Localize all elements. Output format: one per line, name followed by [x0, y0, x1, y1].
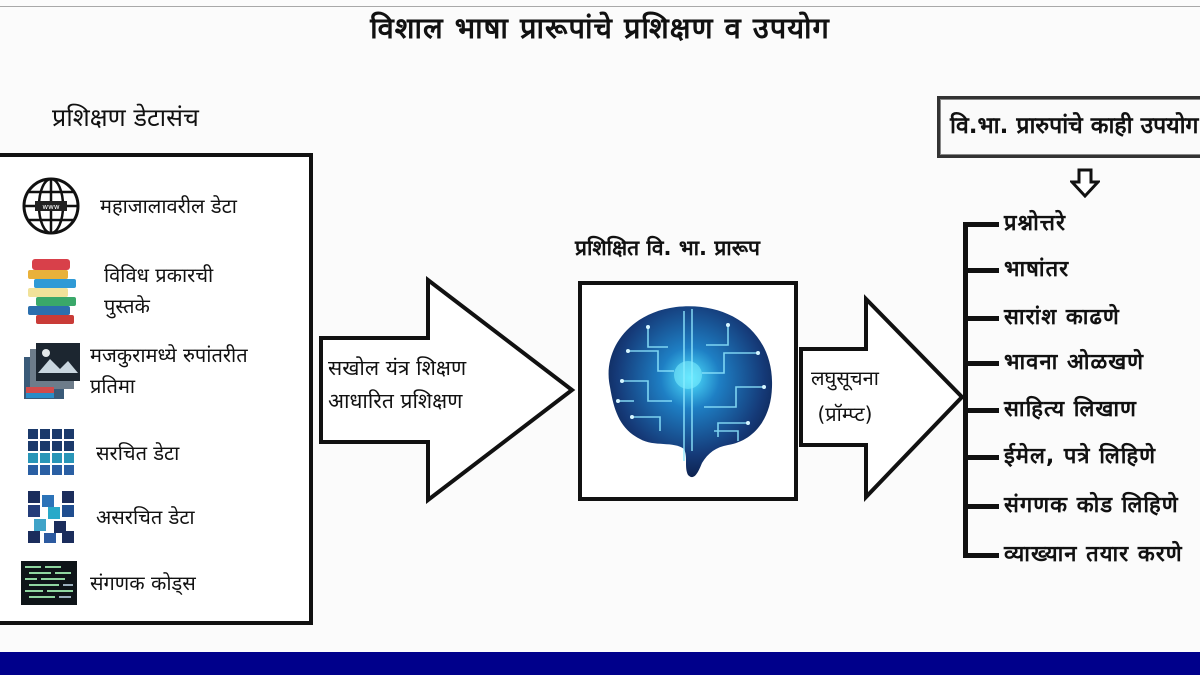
dataset-item-label: संगणक कोड्स: [90, 570, 196, 595]
use-item-lecture: व्याख्यान तयार करणे: [1004, 542, 1183, 567]
uses-tree-branch: [963, 316, 999, 321]
diagram-title: विशाल भाषा प्रारूपांचे प्रशिक्षण व उपयोग: [370, 11, 830, 45]
dataset-item-structured-data: सरचित डेटा: [20, 423, 179, 483]
dataset-heading: प्रशिक्षण डेटासंच: [52, 103, 199, 132]
circuit-brain-icon: [608, 306, 773, 478]
use-item-literature: साहित्य लिखाण: [1004, 397, 1137, 422]
use-item-email-letters: ईमेल, पत्रे लिहिणे: [1004, 444, 1157, 469]
prompt-arrow-shape: [799, 294, 965, 502]
dataset-item-label: प्रतिमा: [90, 374, 136, 398]
uses-tree-branch: [963, 504, 999, 509]
uses-tree-branch: [963, 222, 999, 227]
training-arrow-label: सखोल यंत्र शिक्षण आधारित प्रशिक्षण: [328, 352, 466, 418]
code-screen-icon: [18, 553, 80, 613]
uses-tree-trunk: [963, 222, 968, 558]
prompt-arrow-line: लघुसूचना: [811, 366, 879, 390]
structured-grid-icon: [20, 423, 82, 483]
dataset-item-images: मजकुरामध्ये रुपांतरीत प्रतिमा: [20, 340, 248, 402]
dataset-item-label: पुस्तके: [104, 294, 150, 318]
dataset-item-label: असरचित डेटा: [96, 504, 195, 529]
use-item-code-writing: संगणक कोड लिहिणे: [1004, 493, 1179, 518]
svg-text:www: www: [42, 203, 59, 211]
dataset-item-label: सरचित डेटा: [96, 440, 180, 465]
uses-heading: वि.भा. प्रारुपांचे काही उपयोग: [950, 113, 1199, 139]
dataset-item-label: महाजालावरील डेटा: [100, 193, 237, 218]
training-arrow-line: सखोल यंत्र शिक्षण: [328, 356, 467, 380]
dataset-item-books: विविध प्रकारची पुस्तके: [22, 255, 213, 327]
dataset-item-label: विविध प्रकारची: [104, 263, 214, 287]
uses-tree-branch: [963, 268, 999, 273]
down-arrow-icon: [1070, 168, 1100, 198]
top-divider: [0, 6, 1200, 7]
images-icon: [20, 341, 82, 401]
dataset-item-unstructured-data: असरचित डेटा: [20, 487, 195, 547]
model-heading: प्रशिक्षित वि. भा. प्रारूप: [575, 236, 760, 260]
uses-tree-branch: [963, 408, 999, 413]
use-item-sentiment: भावना ओळखणे: [1004, 350, 1145, 375]
training-arrow-line: आधारित प्रशिक्षण: [328, 389, 463, 413]
model-box: [578, 281, 798, 501]
footer-bar: [0, 652, 1200, 675]
globe-icon: www: [20, 176, 82, 236]
uses-heading-box: वि.भा. प्रारुपांचे काही उपयोग: [937, 96, 1200, 158]
uses-tree-branch: [963, 455, 999, 460]
dataset-item-web-data: www महाजालावरील डेटा: [20, 176, 237, 236]
use-item-summarization: सारांश काढणे: [1004, 305, 1120, 330]
uses-tree-branch: [963, 361, 999, 366]
books-icon: [22, 255, 84, 327]
dataset-item-label: मजकुरामध्ये रुपांतरीत: [90, 343, 248, 367]
dataset-item-code: संगणक कोड्स: [18, 553, 196, 613]
prompt-arrow-label: लघुसूचना (प्रॉम्प्ट): [811, 360, 879, 432]
use-item-qa: प्रश्नोत्तरे: [1004, 211, 1066, 236]
training-arrow-shape: [319, 276, 576, 504]
unstructured-grid-icon: [20, 487, 82, 547]
uses-tree-branch: [963, 553, 999, 558]
use-item-translation: भाषांतर: [1004, 257, 1070, 282]
prompt-arrow-line: (प्रॉम्प्ट): [817, 402, 873, 426]
